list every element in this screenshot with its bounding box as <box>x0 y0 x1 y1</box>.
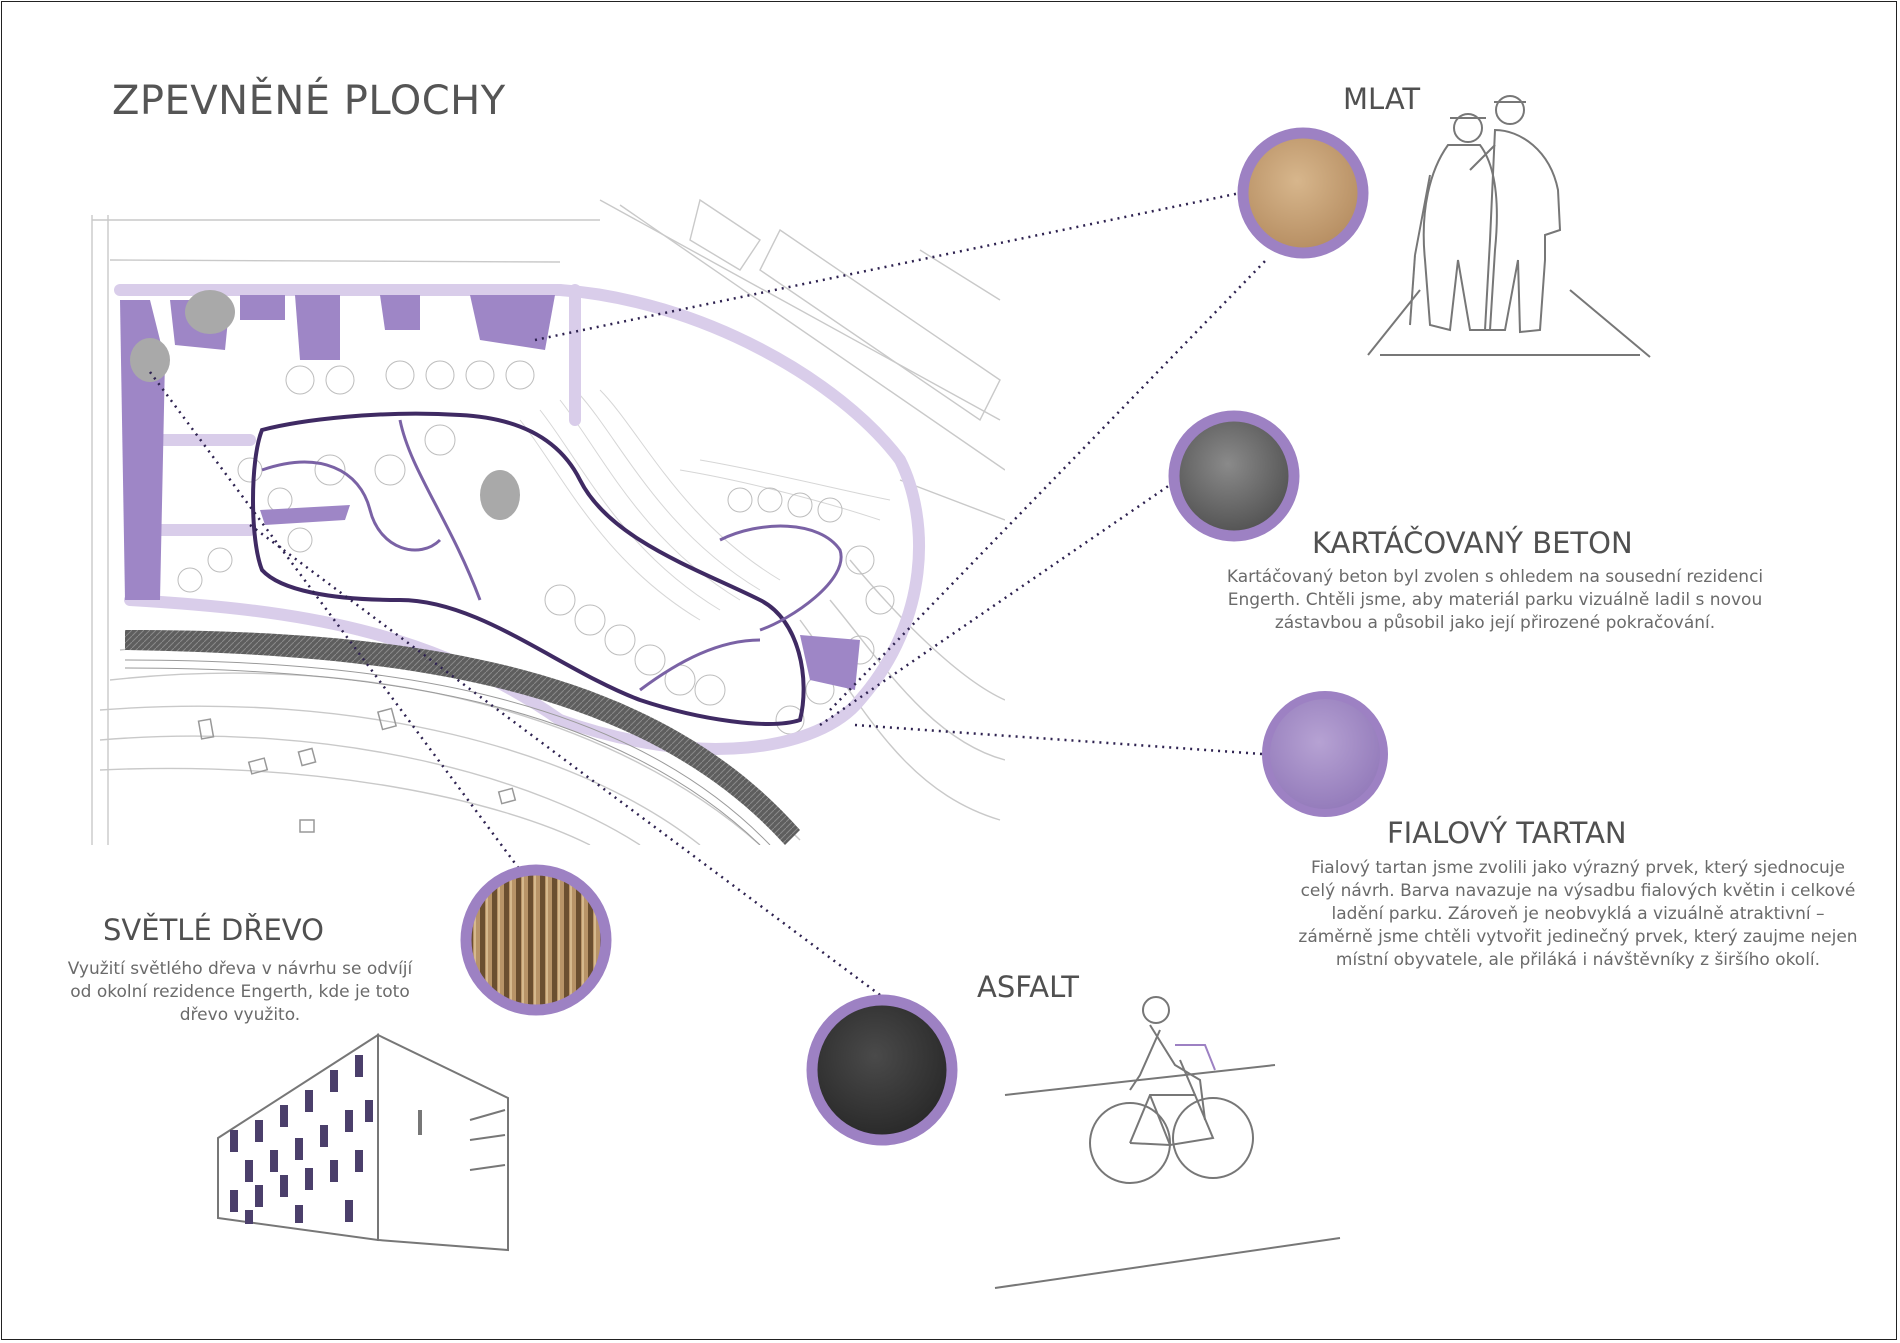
asfalt-label: ASFALT <box>977 970 1079 1004</box>
beton-description: Kartáčovaný beton byl zvolen s ohledem n… <box>1226 567 1764 633</box>
mlat-label: MLAT <box>1343 82 1421 116</box>
elderly-couple-illustration <box>1367 95 1651 358</box>
beton-swatch <box>1168 410 1300 542</box>
cyclist-illustration <box>994 996 1341 1289</box>
mlat-swatch <box>1237 127 1369 259</box>
drevo-label: SVĚTLÉ DŘEVO <box>103 913 324 947</box>
drevo-swatch <box>460 864 612 1016</box>
beton-label: KARTÁČOVANÝ BETON <box>1312 526 1633 560</box>
tartan-swatch <box>1262 691 1388 817</box>
tartan-label: FIALOVÝ TARTAN <box>1387 816 1627 850</box>
page-title: ZPEVNĚNÉ PLOCHY <box>112 78 506 124</box>
asfalt-swatch <box>806 994 958 1146</box>
drevo-description: Využití světlého dřeva v návrhu se odvíj… <box>67 959 413 1025</box>
tartan-description: Fialový tartan jsme zvolili jako výrazný… <box>1298 858 1858 970</box>
building-illustration <box>217 1033 509 1252</box>
